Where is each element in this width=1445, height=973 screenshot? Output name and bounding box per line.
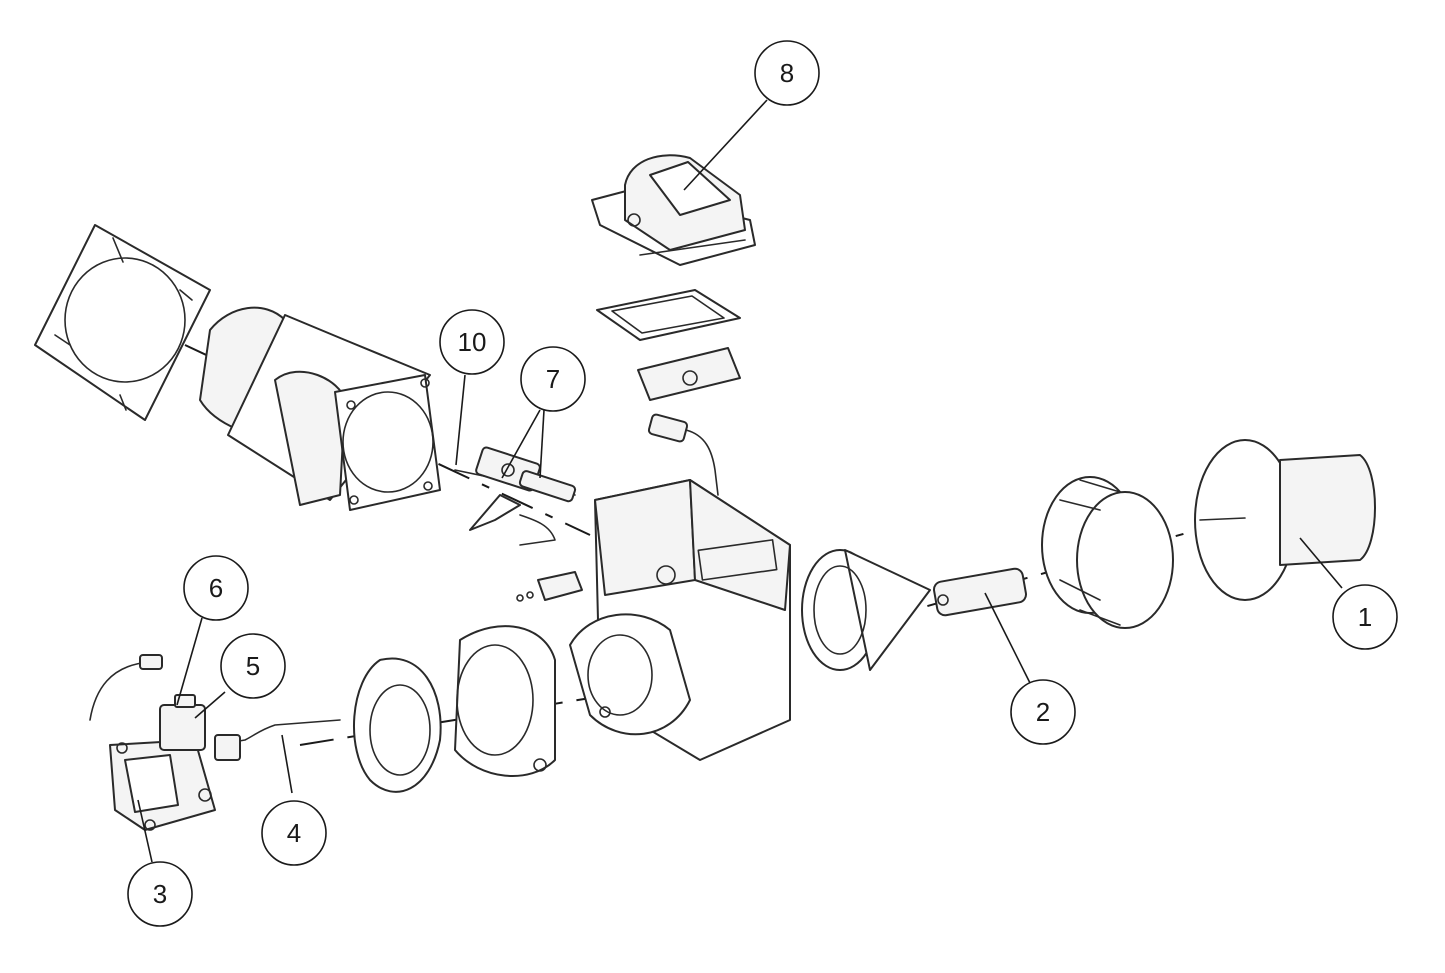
callout-5: 5 (220, 633, 286, 699)
mounting-flange (34, 224, 211, 421)
callout-2: 2 (1010, 679, 1076, 745)
burner-motor (1194, 439, 1376, 601)
electrode-assembly (454, 446, 577, 546)
leader-8 (683, 99, 768, 191)
callout-3-label: 3 (153, 879, 167, 909)
air-shroud (454, 625, 556, 777)
callout-4-label: 4 (287, 818, 301, 848)
leader-3 (137, 799, 153, 863)
callout-4: 4 (261, 800, 327, 866)
callout-10: 10 (439, 309, 505, 375)
air-guide-plate (353, 657, 442, 793)
callout-3: 3 (127, 861, 193, 927)
leader-4 (281, 734, 293, 794)
callout-2-label: 2 (1036, 697, 1050, 727)
leader-5 (194, 691, 226, 719)
leader-7b (539, 409, 545, 479)
leader-7a (501, 409, 541, 479)
assembly-axis-right (859, 517, 1241, 626)
callout-8-label: 8 (780, 58, 794, 88)
callout-7-label: 7 (546, 364, 560, 394)
blower-wheel (1041, 476, 1174, 629)
leader-6 (176, 617, 203, 706)
callout-7: 7 (520, 346, 586, 412)
leader-2 (984, 592, 1031, 684)
callout-6-label: 6 (209, 573, 223, 603)
fan-inlet-cone (801, 549, 931, 671)
cover-bracket (637, 347, 741, 401)
leader-10 (455, 374, 466, 466)
blast-tube (199, 306, 441, 511)
oil-pump (109, 739, 216, 831)
cover-gasket (596, 289, 741, 341)
callout-1-label: 1 (1358, 602, 1372, 632)
callout-8: 8 (754, 40, 820, 106)
ignition-cable (647, 413, 719, 496)
oil-feed-pipe (89, 654, 341, 761)
burner-housing (569, 479, 791, 761)
callout-1: 1 (1332, 584, 1398, 650)
callout-5-label: 5 (246, 651, 260, 681)
oil-valve-solenoid (159, 694, 206, 751)
callout-10-label: 10 (458, 327, 487, 357)
top-cover (591, 154, 756, 266)
motor-coupling (932, 567, 1028, 617)
callout-6: 6 (183, 555, 249, 621)
leader-1 (1299, 537, 1343, 589)
